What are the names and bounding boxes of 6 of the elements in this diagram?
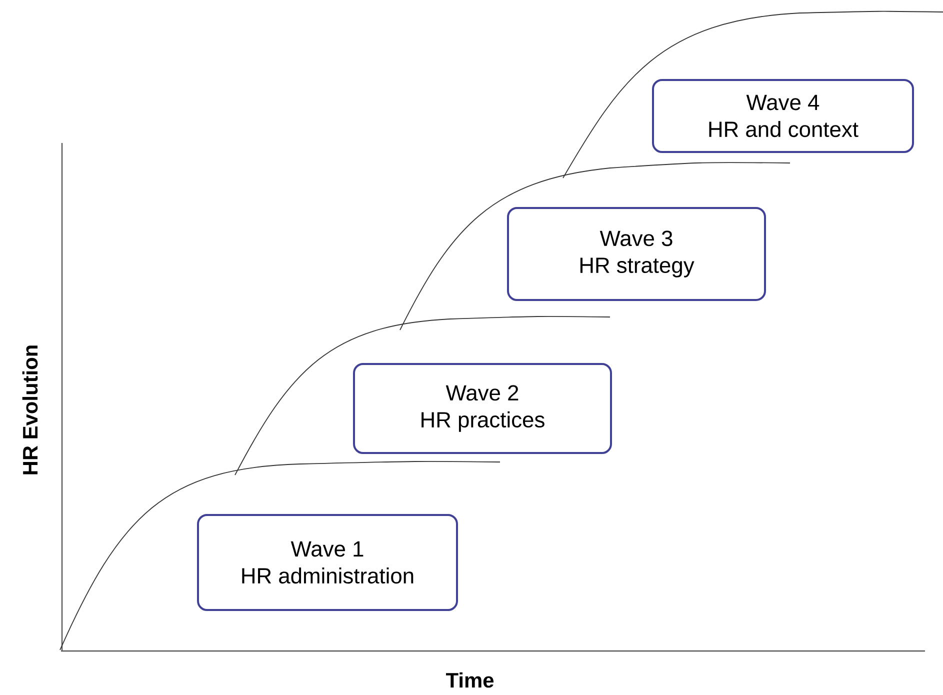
wave-box: Wave 4 HR and context [652, 79, 914, 153]
wave-box: Wave 1 HR administration [197, 514, 458, 611]
wave-box: Wave 3 HR strategy [507, 207, 766, 301]
axis-title: HR Evolution [22, 346, 38, 474]
wave-box: Wave 2 HR practices [353, 363, 612, 454]
axis-title: Time [446, 672, 494, 688]
